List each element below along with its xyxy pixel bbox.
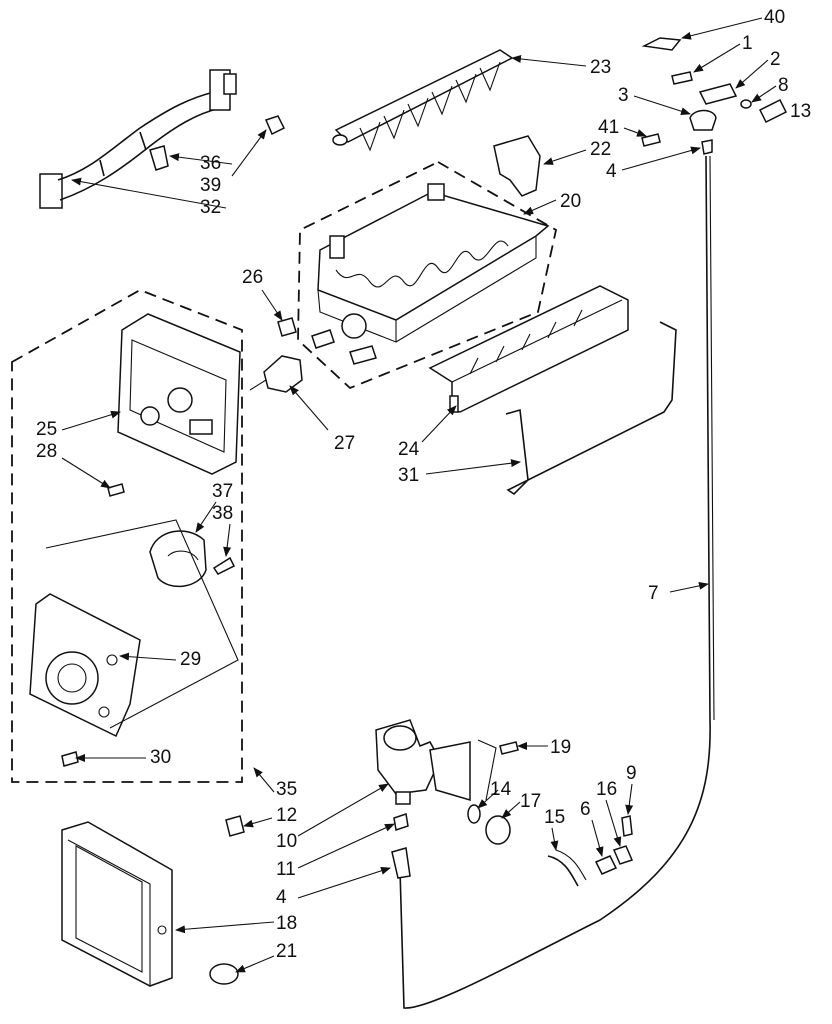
screw-1 — [671, 71, 693, 85]
fitting-3 — [689, 109, 717, 131]
label-11: 11 — [276, 859, 296, 880]
label-4-top: 4 — [606, 161, 617, 182]
label-18: 18 — [276, 913, 298, 934]
assembly-35-outline — [11, 289, 243, 783]
label-1: 1 — [742, 33, 753, 54]
washer-8 — [740, 99, 752, 109]
coupling-6 — [594, 855, 618, 875]
label-24: 24 — [398, 439, 420, 460]
cap-12 — [225, 815, 245, 837]
tube-7 — [399, 155, 711, 1009]
screw-41 — [641, 133, 661, 147]
washer-14 — [467, 804, 481, 824]
label-26: 26 — [242, 267, 264, 288]
screw-28 — [107, 483, 125, 497]
label-35: 35 — [276, 779, 298, 800]
screw-19 — [499, 741, 519, 755]
assembly-20-outline — [297, 160, 558, 390]
label-23: 23 — [590, 57, 612, 78]
label-20: 20 — [560, 191, 582, 212]
tube-2 — [698, 83, 738, 105]
label-37: 37 — [212, 481, 234, 502]
nut-13 — [758, 98, 788, 124]
label-12: 12 — [276, 805, 298, 826]
cover-18 — [61, 821, 173, 987]
nut-17 — [485, 815, 511, 845]
label-16: 16 — [596, 779, 618, 800]
label-7: 7 — [648, 583, 659, 604]
label-6: 6 — [580, 799, 591, 820]
label-41: 41 — [598, 117, 620, 138]
wire-harness-32 — [39, 69, 237, 209]
label-38: 38 — [212, 503, 234, 524]
connector-27 — [249, 355, 303, 393]
label-31: 31 — [398, 465, 420, 486]
label-17: 17 — [520, 791, 542, 812]
fitting-11 — [393, 813, 409, 831]
label-3: 3 — [618, 85, 629, 106]
clip-36 — [264, 115, 286, 136]
label-28: 28 — [36, 441, 58, 462]
label-9: 9 — [626, 763, 637, 784]
label-25: 25 — [36, 419, 58, 440]
label-21: 21 — [276, 941, 298, 962]
label-29: 29 — [180, 649, 202, 670]
stripper-24 — [428, 285, 629, 413]
label-32: 32 — [200, 197, 222, 218]
leader-lines — [61, 17, 777, 973]
label-14: 14 — [490, 779, 512, 800]
heater-31 — [505, 321, 677, 496]
label-2: 2 — [770, 49, 781, 70]
label-13: 13 — [790, 101, 812, 122]
label-39: 39 — [200, 175, 222, 196]
label-36: 36 — [200, 153, 222, 174]
clip-26 — [277, 317, 297, 337]
label-15: 15 — [544, 807, 566, 828]
label-4-bottom: 4 — [276, 887, 287, 908]
cover-22 — [493, 135, 541, 197]
ejector-23 — [332, 49, 514, 152]
label-30: 30 — [150, 747, 172, 768]
mold-20 — [311, 183, 550, 365]
label-19: 19 — [550, 737, 572, 758]
knob-21 — [209, 963, 239, 985]
clamp-16 — [612, 845, 634, 865]
tube-15 — [547, 855, 579, 887]
housing-25 — [117, 313, 241, 475]
screw-9 — [621, 815, 633, 837]
label-40: 40 — [764, 7, 786, 28]
fitting-4-top — [701, 139, 713, 155]
label-22: 22 — [590, 139, 612, 160]
label-27: 27 — [334, 433, 356, 454]
screw-30 — [61, 751, 79, 767]
clip-39 — [149, 145, 169, 171]
fitting-4-bottom — [391, 847, 411, 879]
label-10: 10 — [276, 831, 298, 852]
motor-37 — [149, 530, 207, 588]
screw-38 — [212, 556, 236, 575]
valve-10 — [375, 719, 471, 805]
label-8: 8 — [778, 75, 789, 96]
plate-29 — [29, 593, 141, 738]
clip-40 — [641, 37, 682, 51]
